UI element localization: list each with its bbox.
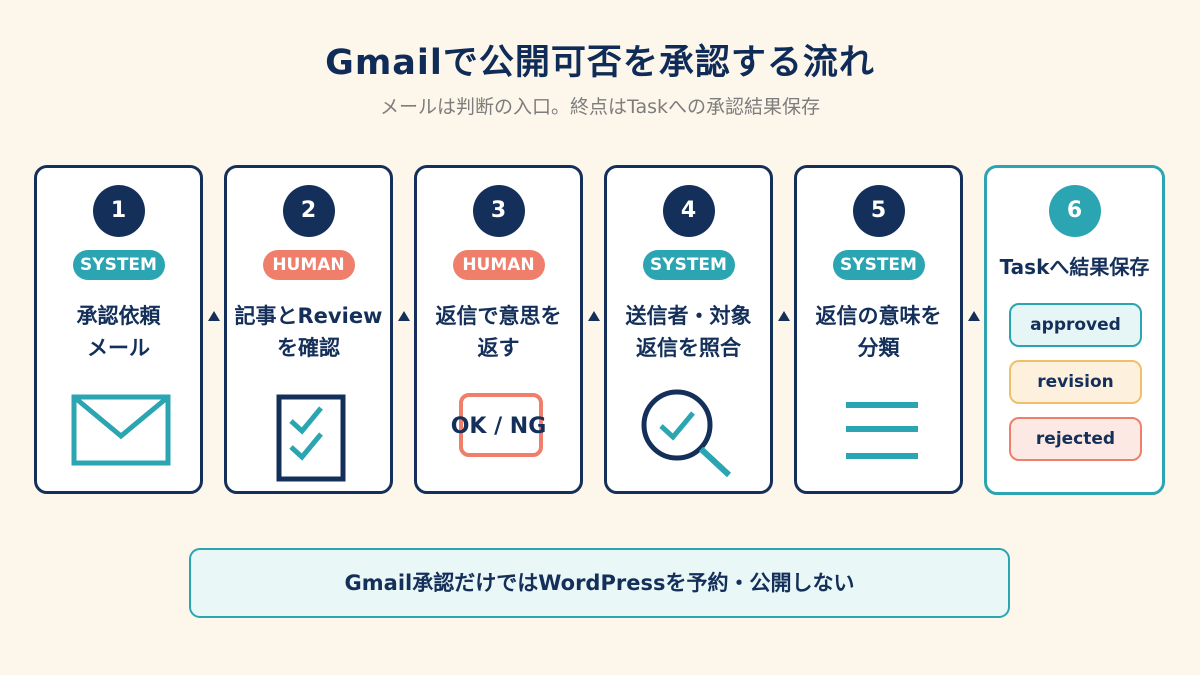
step-number-1: 1: [92, 185, 145, 237]
actor-badge-human: HUMAN: [262, 250, 355, 280]
flow-arrow-5: [968, 311, 980, 321]
page-title: Gmailで公開可否を承認する流れ: [325, 43, 875, 83]
flow-arrow-2: [398, 311, 410, 321]
step-title-4: 送信者・対象 返信を照合: [625, 304, 752, 360]
step-number-4: 4: [662, 185, 715, 237]
magnifier-check-icon: [641, 389, 732, 478]
result-rejected: rejected: [1009, 417, 1142, 461]
actor-badge-system: SYSTEM: [832, 250, 925, 280]
step-title-5: 返信の意味を 分類: [815, 304, 942, 360]
actor-badge-system: SYSTEM: [72, 250, 165, 280]
step-title-6: Taskへ結果保存: [999, 255, 1150, 279]
result-approved: approved: [1009, 303, 1142, 347]
step-card-3: 3 HUMAN 返信で意思を 返す OK / NG: [414, 165, 583, 494]
step-title-2: 記事とReview を確認: [234, 304, 383, 360]
footer-note: Gmail承認だけではWordPressを予約・公開しない: [189, 548, 1010, 618]
step-title-1: 承認依頼 メール: [76, 304, 161, 360]
step-title-3: 返信で意思を 返す: [435, 304, 562, 360]
step-number-2: 2: [282, 185, 335, 237]
step-card-5: 5 SYSTEM 返信の意味を 分類: [794, 165, 963, 494]
step-card-2: 2 HUMAN 記事とReview を確認: [224, 165, 393, 494]
list-lines-icon: [846, 402, 918, 459]
ok-ng-label: OK / NG: [450, 414, 547, 439]
step-number-3: 3: [472, 185, 525, 237]
mail-icon: [71, 394, 171, 466]
page-subtitle: メールは判断の入口。終点はTaskへの承認結果保存: [379, 96, 820, 118]
flow-arrow-4: [778, 311, 790, 321]
flow-arrow-1: [208, 311, 220, 321]
actor-badge-system: SYSTEM: [642, 250, 735, 280]
step-card-4: 4 SYSTEM 送信者・対象 返信を照合: [604, 165, 773, 494]
step-number-6: 6: [1048, 185, 1101, 237]
step-number-5: 5: [852, 185, 905, 237]
checklist-icon: [276, 394, 346, 482]
actor-badge-human: HUMAN: [452, 250, 545, 280]
flow-arrow-3: [588, 311, 600, 321]
step-card-6: 6 Taskへ結果保存 approved revision rejected: [984, 165, 1165, 495]
result-revision: revision: [1009, 360, 1142, 404]
ok-ng-box: [459, 393, 543, 457]
step-card-1: 1 SYSTEM 承認依頼 メール: [34, 165, 203, 494]
